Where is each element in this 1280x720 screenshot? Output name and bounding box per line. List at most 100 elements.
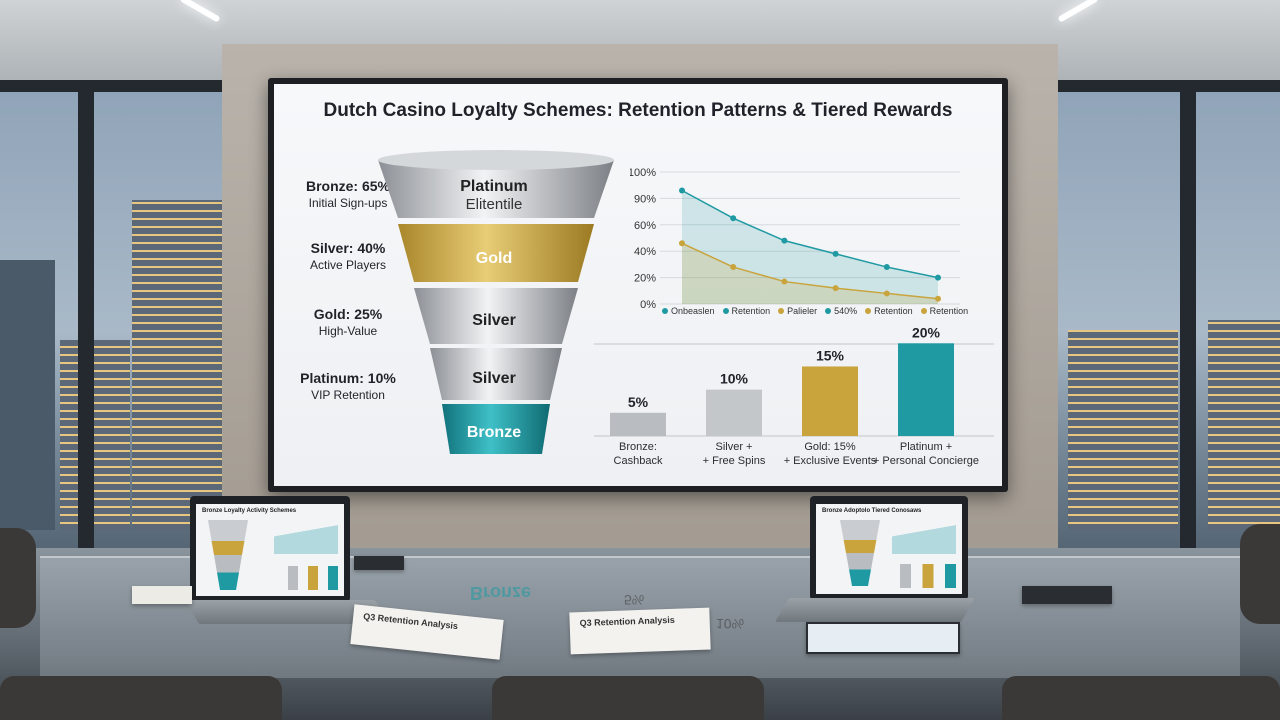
right-laptop-keyboard: [775, 598, 975, 622]
window-frame: [1180, 80, 1196, 640]
line-chart-legend: Onbeaslen Retention Palieler 540% Retent…: [662, 306, 968, 316]
y-tick-label: 60%: [634, 220, 656, 232]
funnel-label-bronze: Bronze: [466, 424, 522, 441]
legend-entry-label: Onbeaslen: [671, 306, 715, 316]
report-document: Q3 Retention Analysis: [569, 607, 711, 655]
window-frame: [1058, 80, 1280, 92]
building: [60, 340, 130, 530]
legend-entry: Retention: [865, 306, 913, 316]
mini-funnel: [840, 520, 880, 586]
legend-entry-label: Palieler: [787, 306, 818, 316]
ceiling-light: [179, 0, 221, 23]
legend-entry-label: Retention: [731, 306, 771, 316]
mini-bars: [900, 564, 956, 588]
bar-value-label: 20%: [912, 324, 941, 340]
funnel-label-silver: Silver: [472, 312, 516, 329]
mini-bars: [288, 566, 338, 590]
laptop-title: Bronze Adoptolo Tiered Conosaws: [822, 508, 922, 514]
data-point: [883, 290, 890, 297]
bar: [802, 366, 858, 436]
bar-category-label: Platinum +: [900, 441, 952, 453]
y-tick-label: 100%: [630, 167, 656, 179]
reflection-text: 10%: [716, 616, 745, 632]
building: [1208, 320, 1280, 530]
chair: [1240, 524, 1280, 624]
tier-funnel: [378, 150, 614, 454]
legend-entry: 540%: [825, 306, 857, 316]
chair: [0, 528, 36, 628]
bar: [898, 343, 954, 436]
mini-funnel: [208, 520, 248, 590]
y-tick-label: 20%: [634, 273, 656, 285]
legend-entry: Retention: [722, 306, 771, 316]
tier-label-bronze: Bronze: 65% Initial Sign-ups: [274, 178, 428, 210]
left-window: [0, 80, 222, 640]
bar-category-label: + Personal Concierge: [873, 455, 979, 467]
mini-chart: [892, 524, 956, 554]
data-point: [781, 237, 788, 244]
y-tick-label: 40%: [634, 246, 656, 258]
tier-label-sub: Active Players: [309, 258, 387, 272]
legend-entry: Onbeaslen: [662, 306, 715, 316]
data-point: [781, 278, 788, 285]
building: [0, 260, 55, 530]
funnel-segment-silver-2: [430, 348, 562, 400]
presentation-slide: Dutch Casino Loyalty Schemes: Retention …: [274, 84, 1002, 486]
window-frame: [78, 80, 94, 640]
tier-label-sub: Initial Sign-ups: [308, 196, 388, 210]
tier-label-silver: Silver: 40% Active Players: [274, 240, 428, 272]
right-laptop-screen: Bronze Adoptolo Tiered Conosaws: [816, 504, 962, 594]
slide-title: Dutch Casino Loyalty Schemes: Retention …: [323, 100, 953, 121]
bar-value-label: 15%: [816, 347, 845, 363]
reflection-text: Bronze: [470, 583, 532, 603]
series-area: [682, 243, 938, 304]
legend-entry-label: Retention: [874, 306, 913, 316]
data-point: [832, 285, 839, 292]
bar: [610, 412, 666, 436]
data-point: [679, 187, 685, 194]
ceiling-light: [1057, 0, 1099, 23]
legend-entry-label: 540%: [834, 306, 858, 316]
tier-label-sub: High-Value: [318, 324, 378, 338]
bar-category-label: Gold: 15%: [804, 441, 856, 453]
funnel-label-gold: Gold: [475, 250, 513, 267]
funnel-label-platinum: Platinum Elitentile: [424, 178, 564, 213]
legend-entry-label: Retention: [929, 306, 969, 316]
funnel-label-line2: Elitentile: [465, 196, 523, 213]
funnel-label-silver-2: Silver: [472, 370, 516, 387]
funnel-label-line1: Platinum: [460, 178, 528, 195]
paper-sheet: [132, 586, 192, 604]
tablet: [806, 622, 960, 654]
tier-label-platinum: Platinum: 10% VIP Retention: [274, 370, 428, 402]
bar-category-label: + Exclusive Events: [784, 455, 877, 467]
legend-entry: Palieler: [778, 306, 817, 316]
report-title: Q3 Retention Analysis: [579, 614, 676, 629]
laptop-title: Bronze Loyalty Activity Schemes: [202, 508, 297, 514]
data-point: [935, 295, 941, 302]
bar-value-label: 10%: [720, 371, 749, 387]
window-frame: [0, 80, 222, 92]
series-line: [681, 242, 939, 300]
mini-chart: [274, 524, 338, 554]
chair: [0, 676, 282, 720]
left-laptop-screen: Bronze Loyalty Activity Schemes: [196, 504, 344, 596]
funnel-top: [378, 150, 614, 170]
data-point: [679, 240, 685, 247]
bar-category-label: Silver +: [716, 441, 753, 453]
tier-label-gold: Gold: 25% High-Value: [274, 306, 428, 338]
bar-value-label: 5%: [628, 394, 649, 410]
data-point: [730, 264, 737, 271]
tier-label-sub: VIP Retention: [311, 388, 385, 402]
chair: [1002, 676, 1280, 720]
left-laptop: Bronze Loyalty Activity Schemes: [190, 496, 350, 602]
tier-label-pct: Bronze: 65%: [305, 178, 391, 194]
funnel-segment-platinum: [378, 160, 614, 218]
phone: [1022, 586, 1112, 604]
bar-category-label: Bronze:: [619, 441, 657, 453]
data-point: [730, 215, 737, 222]
chair: [492, 676, 764, 720]
tier-label-pct: Silver: 40%: [310, 240, 386, 256]
reflection-text: 5%: [624, 592, 645, 608]
y-tick-label: 90%: [634, 193, 656, 205]
